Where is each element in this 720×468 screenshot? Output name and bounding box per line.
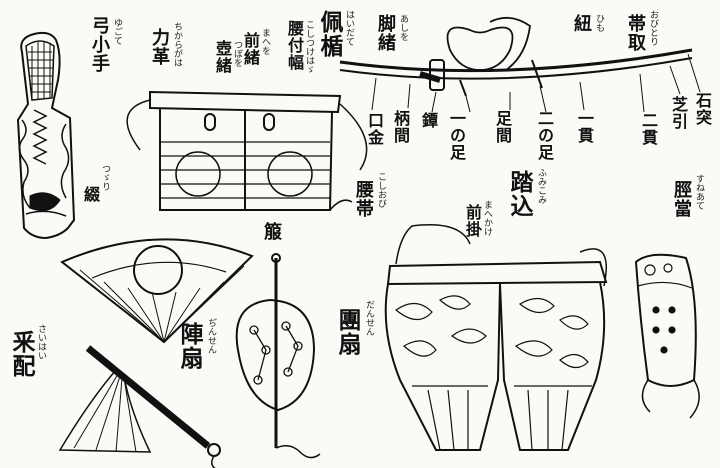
ruby-tsubo-o: つぼを <box>232 40 242 67</box>
label-koshi-haba: 腰付幅 <box>285 20 304 71</box>
label-chikarakawa: 力革 <box>149 28 170 66</box>
ruby-chikarakawa: ちからがは <box>172 22 182 67</box>
label-jinsen: 陣扇 <box>176 322 203 370</box>
label-ishizuki: 石突 <box>693 92 712 126</box>
haidate-drawing <box>126 90 368 211</box>
fumikomi-drawing <box>384 224 608 451</box>
ruby-sunaate: すねあて <box>694 174 704 210</box>
ruby-tsuzuri: つゞり <box>100 164 110 191</box>
label-koshi-obi: 腰帯 <box>353 180 374 218</box>
ruby-yugote: ゆごて <box>112 18 122 45</box>
label-yugote: 弓小手 <box>89 16 110 73</box>
label-ichi-no-ashi: 一の足 <box>447 110 466 161</box>
suneate-drawing <box>634 253 700 419</box>
label-tsukama: 柄間 <box>391 110 410 144</box>
ruby-ashiwo: あしを <box>398 14 408 41</box>
ruby-himo: ひも <box>594 14 604 32</box>
label-himo: 紐 <box>571 14 592 33</box>
label-ashima: 足間 <box>493 110 512 144</box>
ruby-haidate: はいだて <box>344 10 354 46</box>
label-tsuzuri: 綴 <box>81 186 100 203</box>
ruby-koshi-haba: こしつけはゞ <box>304 20 314 74</box>
label-obitori: 帯取 <box>625 14 646 52</box>
label-ashiwo: 脚緒 <box>375 14 396 52</box>
label-ni-no-ashi: 二の足 <box>535 110 554 161</box>
label-ni-no-nuki: 二貫 <box>639 112 658 146</box>
label-sunaate: 脛當 <box>671 180 692 218</box>
label-uchiwa: 團扇 <box>334 308 361 356</box>
label-shibahiki: 芝引 <box>669 96 688 130</box>
ruby-maeo: まへを <box>260 28 270 55</box>
label-kuchigane: 口金 <box>365 112 384 146</box>
gunsen-fan-drawing <box>60 238 254 344</box>
label-fumikomi: 踏込 <box>506 170 533 218</box>
uchiwa-drawing <box>235 253 321 459</box>
ruby-fumikomi: ふみこみ <box>536 168 546 204</box>
label-ichi-no-nuki: 一貫 <box>575 110 594 144</box>
label-maeo: 前緒 <box>241 32 260 66</box>
ruby-obitori: おびとり <box>648 10 658 46</box>
tachi-sword-drawing <box>339 16 701 113</box>
label-haidate: 佩楯 <box>316 10 343 58</box>
label-tsuba: 鐔 <box>419 112 438 129</box>
ruby-maekake: まへかけ <box>482 200 492 236</box>
label-tabane: 箙 <box>261 222 282 241</box>
ruby-saihai: さいはい <box>36 324 46 360</box>
label-maekake: 前掛 <box>463 204 482 238</box>
ruby-jinsen: ぢんせん <box>206 318 216 354</box>
ruby-uchiwa: だんせん <box>364 300 374 336</box>
label-tsubo-o: 壺緒 <box>213 40 232 74</box>
ruby-koshi-obi: こしおび <box>376 172 386 208</box>
yugote-sleeve-drawing <box>16 31 76 240</box>
saihai-drawing <box>58 345 221 468</box>
label-saihai: 釆配 <box>8 330 35 378</box>
